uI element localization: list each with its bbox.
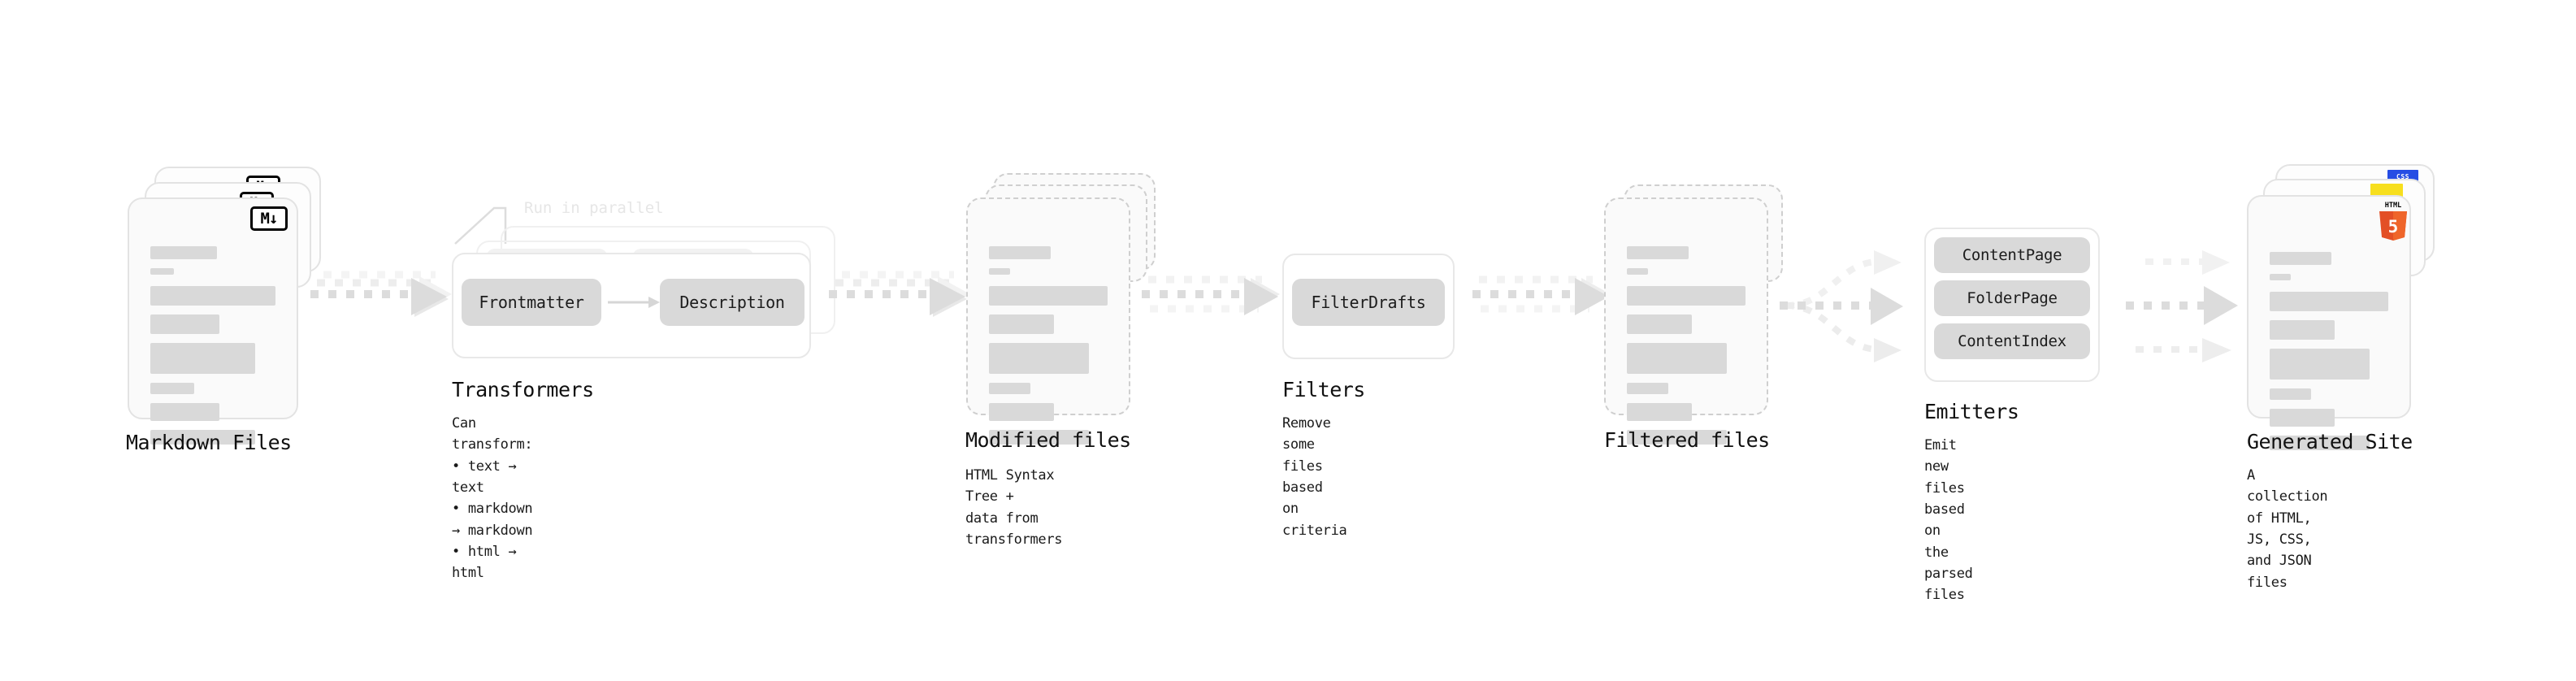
arrow-markdown-to-transformers	[310, 271, 452, 317]
label-emitters: Emitters	[1924, 400, 2019, 423]
chip-description-label: Description	[679, 293, 785, 312]
svg-text:5: 5	[2388, 217, 2399, 236]
run-in-parallel-bracket	[454, 206, 507, 245]
arrow-filtered-to-emitters-fanout	[1780, 250, 1903, 362]
svg-text:HTML: HTML	[2385, 202, 2401, 210]
label-generated-site: Generated Site	[2247, 430, 2413, 453]
label-filters-subtitle: Remove some files based on criteria	[1282, 415, 1347, 539]
arrow-modified-to-filters	[1142, 275, 1280, 315]
label-markdown-files: Markdown Files	[126, 431, 292, 454]
modified-card-placeholder-bars	[989, 246, 1108, 453]
chip-contentpage-label: ContentPage	[1962, 246, 2062, 264]
arrow-filters-to-filtered	[1472, 275, 1611, 315]
arrow-transformers-to-modified	[829, 271, 970, 317]
chip-folderpage-label: FolderPage	[1967, 289, 2058, 307]
label-filters: Filters	[1282, 378, 1365, 401]
label-filtered-files: Filtered files	[1604, 428, 1770, 452]
label-transformers: Transformers	[452, 378, 594, 401]
arrow-emitters-to-site	[2126, 250, 2238, 362]
markdown-card-front	[128, 197, 298, 445]
chip-filterdrafts-label: FilterDrafts	[1311, 293, 1426, 312]
markdown-card-placeholder-bars	[150, 246, 275, 453]
chip-contentpage[interactable]: ContentPage	[1934, 237, 2090, 273]
filtered-card-placeholder-bars	[1627, 246, 1746, 453]
modified-card-front	[966, 197, 1130, 445]
html5-badge-icon: HTML 5	[2375, 200, 2411, 242]
site-card-placeholder-bars	[2270, 252, 2388, 459]
chip-folderpage[interactable]: FolderPage	[1934, 280, 2090, 316]
filtered-card-front	[1604, 197, 1768, 445]
label-modified-files-subtitle: HTML Syntax Tree + data from transformer…	[965, 467, 1063, 549]
label-generated-site-subtitle: A collection of HTML, JS, CSS, and JSON …	[2247, 467, 2328, 591]
label-emitters-subtitle: Emit new files based on the parsed files	[1924, 437, 1973, 604]
chip-filterdrafts[interactable]: FilterDrafts	[1292, 279, 1445, 326]
label-transformers-subtitle: Can transform: • text → text • markdown …	[452, 415, 533, 582]
chip-frontmatter-label: Frontmatter	[479, 293, 584, 312]
chip-contentindex[interactable]: ContentIndex	[1934, 323, 2090, 359]
chip-frontmatter[interactable]: Frontmatter	[462, 279, 601, 326]
transformers-inner-arrow	[608, 297, 660, 308]
label-run-in-parallel: Run in parallel	[524, 199, 664, 217]
chip-contentindex-label: ContentIndex	[1958, 332, 2066, 350]
label-modified-files: Modified files	[965, 428, 1131, 452]
markdown-badge-front-icon: M↓	[250, 206, 288, 231]
chip-description[interactable]: Description	[660, 279, 804, 326]
css-badge-label: CSS	[2396, 172, 2409, 180]
